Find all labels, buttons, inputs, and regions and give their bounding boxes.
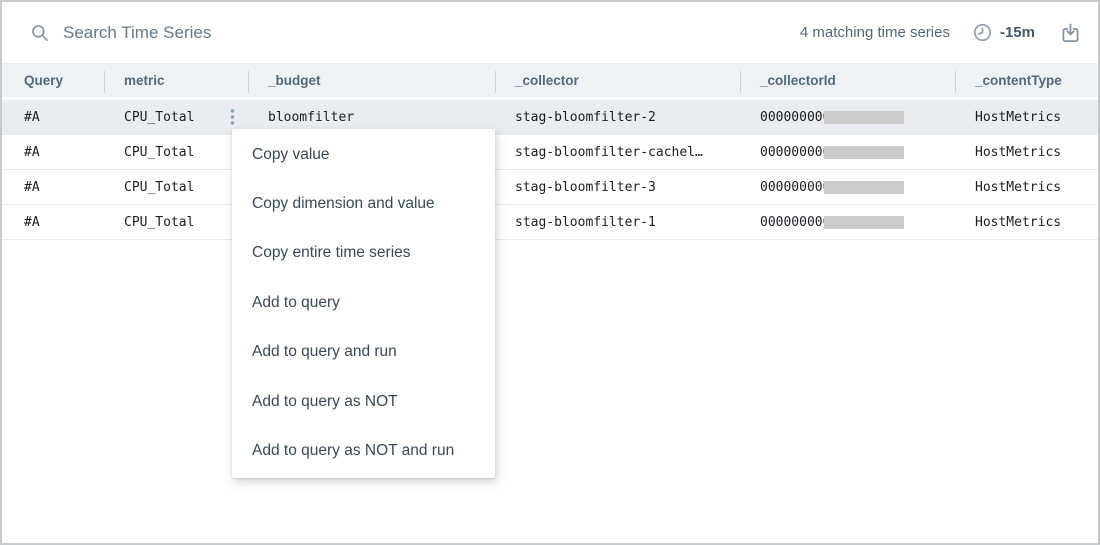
- cell-query[interactable]: #A: [24, 179, 40, 195]
- column-header-content-type: _contentType: [955, 64, 1098, 97]
- menu-item-add-to-query-and-run[interactable]: Add to query and run: [252, 343, 397, 361]
- table-body: #A CPU_Total bloomfilter stag-bloomfilte…: [2, 100, 1098, 240]
- toolbar-right: 4 matching time series -15m: [800, 21, 1082, 44]
- cell-content-type[interactable]: HostMetrics: [975, 214, 1062, 230]
- collector-id-value: 000000000: [760, 214, 831, 230]
- cell-content-type[interactable]: HostMetrics: [975, 109, 1062, 125]
- table-row[interactable]: #A CPU_Total bloomfilter stag-bloomfilte…: [2, 100, 1098, 135]
- menu-item-copy-value[interactable]: Copy value: [252, 145, 330, 163]
- table-row[interactable]: #A CPU_Total stag-bloomfilter-3 00000000…: [2, 170, 1098, 205]
- cell-collector[interactable]: stag-bloomfilter-cachel…: [515, 144, 703, 160]
- match-count-label: 4 matching time series: [799, 24, 950, 41]
- cell-budget[interactable]: bloomfilter: [268, 109, 355, 125]
- column-header-collector-id: _collectorId: [740, 64, 955, 97]
- search-icon: [30, 23, 50, 43]
- cell-collector[interactable]: stag-bloomfilter-3: [515, 179, 656, 195]
- collector-id-value: 000000000: [760, 179, 831, 195]
- collector-id-value: 000000000: [760, 109, 831, 125]
- menu-item-add-to-query-as-not[interactable]: Add to query as NOT: [252, 392, 398, 410]
- cell-content-type[interactable]: HostMetrics: [975, 144, 1062, 160]
- row-menu-button[interactable]: [228, 107, 237, 128]
- kebab-icon: [230, 109, 235, 126]
- table-row[interactable]: #A CPU_Total stag-bloomfilter-1 00000000…: [2, 205, 1098, 240]
- menu-item-copy-entire-time-series[interactable]: Copy entire time series: [252, 244, 411, 262]
- cell-content-type[interactable]: HostMetrics: [975, 179, 1062, 195]
- cell-collector[interactable]: stag-bloomfilter-1: [515, 214, 656, 230]
- redacted-value: [824, 215, 905, 229]
- column-header-metric: metric: [104, 64, 248, 97]
- cell-metric[interactable]: CPU_Total: [124, 144, 195, 160]
- column-header-budget: _budget: [248, 64, 495, 97]
- cell-collector-id[interactable]: 000000000: [740, 110, 955, 125]
- redacted-value: [824, 110, 905, 124]
- cell-metric[interactable]: CPU_Total: [124, 109, 195, 125]
- collector-id-value: 000000000: [760, 144, 831, 160]
- toolbar: 4 matching time series -15m: [2, 2, 1098, 64]
- time-range-label: -15m: [999, 24, 1035, 41]
- time-range-button[interactable]: -15m: [972, 22, 1035, 43]
- redacted-value: [824, 180, 905, 194]
- cell-collector-id[interactable]: 000000000: [740, 215, 955, 230]
- cell-query[interactable]: #A: [24, 144, 40, 160]
- cell-metric[interactable]: CPU_Total: [124, 214, 195, 230]
- cell-collector[interactable]: stag-bloomfilter-2: [515, 109, 656, 125]
- redacted-value: [824, 145, 905, 159]
- search-input[interactable]: [63, 22, 800, 43]
- cell-metric[interactable]: CPU_Total: [124, 179, 195, 195]
- cell-collector-id[interactable]: 000000000: [740, 145, 955, 160]
- column-header-collector: _collector: [495, 64, 740, 97]
- export-button[interactable]: [1059, 21, 1082, 44]
- cell-collector-id[interactable]: 000000000: [740, 180, 955, 195]
- context-menu: Copy value Copy dimension and value Copy…: [232, 129, 495, 478]
- table-row[interactable]: #A CPU_Total stag-bloomfilter-cachel… 00…: [2, 135, 1098, 170]
- cell-query[interactable]: #A: [24, 214, 40, 230]
- menu-item-add-to-query-as-not-and-run[interactable]: Add to query as NOT and run: [252, 442, 455, 460]
- column-header-query: Query: [24, 73, 64, 88]
- table-header-row: Query metric _budget _collector _collect…: [2, 64, 1098, 100]
- clock-icon: [972, 22, 993, 43]
- menu-item-add-to-query[interactable]: Add to query: [252, 293, 340, 311]
- download-icon: [1059, 21, 1082, 44]
- menu-item-copy-dimension-and-value[interactable]: Copy dimension and value: [252, 195, 435, 213]
- cell-query[interactable]: #A: [24, 109, 40, 125]
